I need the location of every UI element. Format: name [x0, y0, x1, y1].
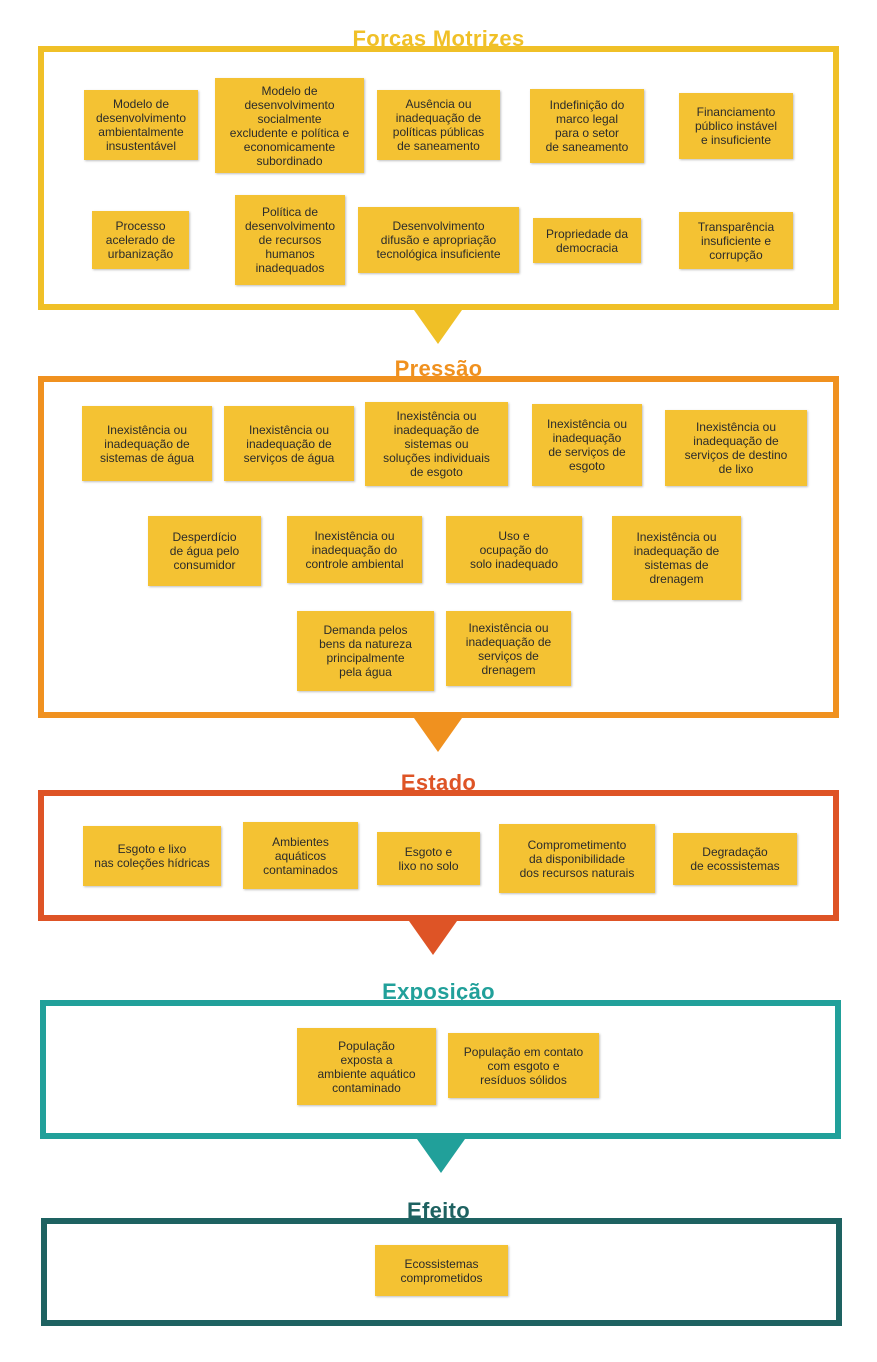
forcas-item: Desenvolvimento difusão e apropriação te… — [358, 207, 519, 273]
exposicao-title: Exposição — [382, 979, 495, 1004]
efeito-item: Ecossistemas comprometidos — [375, 1245, 508, 1296]
pressao-item: Inexistência ou inadequação de serviços … — [665, 410, 807, 486]
exposicao-item: População em contato com esgoto e resídu… — [448, 1033, 599, 1098]
estado-item: Ambientes aquáticos contaminados — [243, 822, 358, 889]
pressao-arrow — [414, 718, 462, 752]
exposicao-item: População exposta a ambiente aquático co… — [297, 1028, 436, 1105]
efeito-title: Efeito — [407, 1198, 470, 1223]
pressao-item: Inexistência ou inadequação de serviços … — [224, 406, 354, 481]
forcas-item: Ausência ou inadequação de políticas púb… — [377, 90, 500, 160]
estado-item: Degradação de ecossistemas — [673, 833, 797, 885]
forcas-item: Indefinição do marco legal para o setor … — [530, 89, 644, 163]
estado-item: Comprometimento da disponibilidade dos r… — [499, 824, 655, 893]
estado-item: Esgoto e lixo nas coleções hídricas — [83, 826, 221, 886]
pressao-item: Inexistência ou inadequação de serviços … — [532, 404, 642, 486]
forcas-item: Modelo de desenvolvimento ambientalmente… — [84, 90, 198, 160]
pressao-title: Pressão — [394, 356, 483, 381]
exposicao-arrow — [417, 1139, 465, 1173]
pressao-item: Inexistência ou inadequação de sistemas … — [612, 516, 741, 600]
forcas-motrizes-arrow — [414, 310, 462, 344]
estado-title: Estado — [400, 770, 477, 795]
pressao-item: Uso e ocupação do solo inadequado — [446, 516, 582, 583]
pressao-item: Inexistência ou inadequação de sistemas … — [82, 406, 212, 481]
forcas-item: Transparência insuficiente e corrupção — [679, 212, 793, 269]
pressao-item: Demanda pelos bens da natureza principal… — [297, 611, 434, 691]
exposicao-frame — [40, 1000, 841, 1139]
pressao-item: Desperdício de água pelo consumidor — [148, 516, 261, 586]
forcas-motrizes-title: Forças Motrizes — [352, 26, 525, 51]
estado-item: Esgoto e lixo no solo — [377, 832, 480, 885]
pressao-item: Inexistência ou inadequação de serviços … — [446, 611, 571, 686]
forcas-item: Propriedade da democracia — [533, 218, 641, 263]
estado-arrow — [409, 921, 457, 955]
pressao-item: Inexistência ou inadequação do controle … — [287, 516, 422, 583]
forcas-item: Financiamento público instável e insufic… — [679, 93, 793, 159]
pressao-item: Inexistência ou inadequação de sistemas … — [365, 402, 508, 486]
forcas-item: Política de desenvolvimento de recursos … — [235, 195, 345, 285]
forcas-item: Processo acelerado de urbanização — [92, 211, 189, 269]
forcas-item: Modelo de desenvolvimento socialmente ex… — [215, 78, 364, 173]
